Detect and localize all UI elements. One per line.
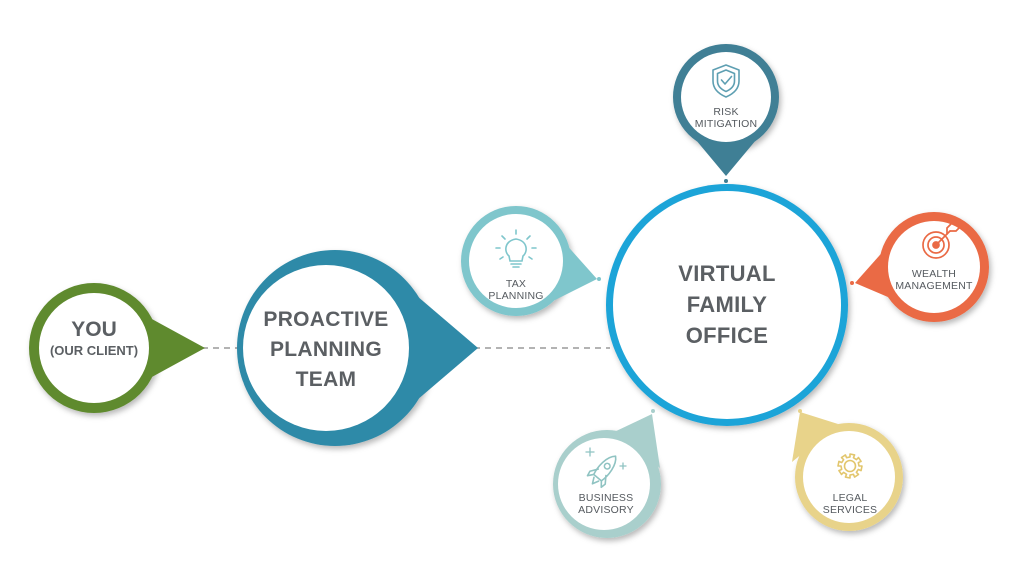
business-line-2: ADVISORY (578, 504, 634, 516)
tax-pointer (555, 232, 597, 300)
sparkle-icon (585, 447, 627, 470)
node-legal-services (792, 412, 903, 531)
you-label: YOU (OUR CLIENT) (34, 318, 154, 358)
you-inner-circle (39, 293, 149, 403)
wealth-line-2: MANAGEMENT (895, 280, 973, 292)
business-pointer (612, 414, 660, 468)
lightbulb-icon (495, 229, 537, 268)
proactive-pointer (410, 290, 478, 406)
risk-line-2: MITIGATION (694, 118, 758, 130)
wealth-inner-circle (888, 221, 980, 313)
legal-label: LEGAL SERVICES (800, 492, 900, 516)
dot-business (651, 409, 655, 413)
legal-line-2: SERVICES (822, 504, 878, 516)
you-title: YOU (71, 318, 117, 341)
node-you (29, 283, 205, 413)
legal-pointer (792, 412, 838, 462)
tax-line-1: TAX (505, 278, 527, 290)
node-wealth-management (855, 212, 989, 322)
node-tax-planning (461, 206, 597, 316)
vfo-line-1: VIRTUAL (678, 261, 776, 286)
target-icon (922, 222, 962, 259)
wealth-label: WEALTH MANAGEMENT (884, 268, 984, 292)
you-subtitle: (OUR CLIENT) (49, 343, 139, 359)
dot-tax (597, 277, 601, 281)
business-label: BUSINESS ADVISORY (556, 492, 656, 516)
proactive-line-2: PLANNING (269, 338, 383, 361)
proactive-label: PROACTIVE PLANNING TEAM (246, 305, 406, 395)
gear-icon (837, 453, 863, 479)
legal-line-1: LEGAL (832, 492, 868, 504)
vfo-label: VIRTUAL FAMILY OFFICE (647, 258, 807, 351)
tax-line-2: PLANNING (488, 290, 544, 302)
proactive-inner-circle (243, 265, 409, 431)
rocket-icon (586, 455, 617, 489)
tax-label: TAX PLANNING (466, 278, 566, 302)
risk-label: RISK MITIGATION (676, 106, 776, 130)
risk-pointer (696, 140, 756, 176)
you-pointer (150, 318, 205, 378)
business-inner-circle (558, 438, 650, 530)
proactive-line-3: TEAM (295, 368, 357, 391)
node-virtual-family-office (606, 184, 848, 426)
dot-legal (798, 409, 802, 413)
business-line-1: BUSINESS (578, 492, 634, 504)
wealth-line-1: WEALTH (911, 268, 957, 280)
dot-wealth (850, 281, 854, 285)
node-business-advisory (553, 414, 661, 538)
dot-risk (724, 179, 728, 183)
proactive-line-1: PROACTIVE (263, 308, 389, 331)
wealth-pointer (855, 238, 895, 300)
vfo-line-3: OFFICE (685, 323, 769, 348)
node-proactive-planning-team (237, 250, 478, 446)
vfo-line-2: FAMILY (686, 292, 768, 317)
node-risk-mitigation (673, 44, 779, 176)
vfo-inner-circle (613, 191, 841, 419)
shield-check-icon (712, 64, 740, 98)
risk-line-1: RISK (713, 106, 739, 118)
